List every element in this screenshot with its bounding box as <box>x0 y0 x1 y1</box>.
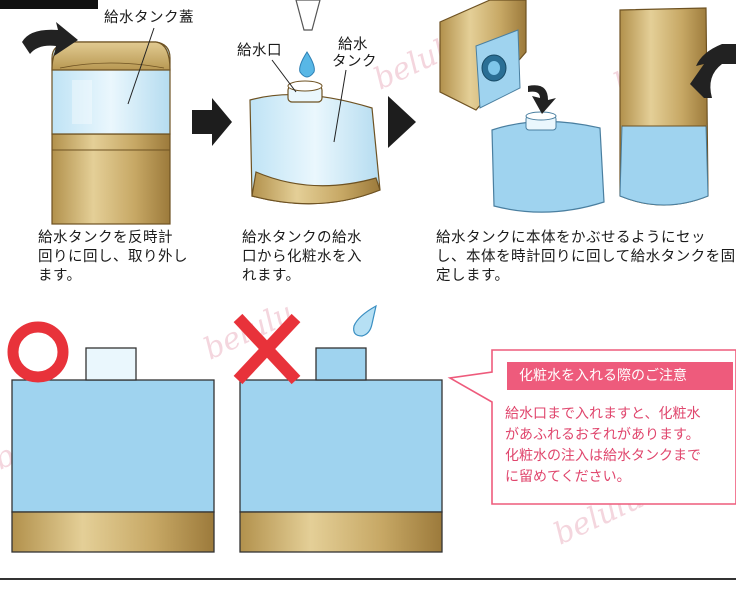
notice-line4: に留めてください。 <box>505 469 631 485</box>
step-arrow-icon <box>192 98 232 146</box>
notice-line1: 給水口まで入れますと、化粧水 <box>505 406 701 422</box>
droplet-icon <box>299 51 315 78</box>
step3-illustration <box>439 0 709 213</box>
step1-illustration <box>51 41 171 225</box>
tank-label-line2: タンク <box>332 54 377 70</box>
step2-line3: れます。 <box>242 268 301 284</box>
inlet-leader <box>271 59 297 93</box>
step2-line2: 口から化粧水を入 <box>242 249 362 265</box>
rotate-ccw-arrow-icon <box>22 22 78 56</box>
step1-line3: ます。 <box>38 268 82 284</box>
tank-label-line1: 給水 <box>338 37 368 53</box>
header-tab <box>0 0 98 9</box>
ok-example <box>11 347 215 553</box>
tank-leader <box>333 69 347 143</box>
step1-line1: 給水タンクを反時計 <box>38 230 173 246</box>
curved-arrow-icon <box>528 85 556 114</box>
overflow-droplet-icon <box>353 304 377 337</box>
notice-body: 給水口まで入れますと、化粧水 があふれるおそれがあります。 化粧水の注入は給水タ… <box>505 404 701 488</box>
inlet-label: 給水口 <box>237 43 282 59</box>
step2-illustration <box>249 80 381 205</box>
bottom-divider <box>0 578 736 580</box>
step3-line3: 定します。 <box>436 268 510 284</box>
step1-line2: 回りに回し、取り外し <box>38 249 188 265</box>
tank-cap-leader <box>127 27 155 105</box>
ng-example <box>239 347 443 553</box>
tank-cap-label: 給水タンク蓋 <box>104 10 194 26</box>
dropper-icon <box>295 0 321 31</box>
notice-line2: があふれるおそれがあります。 <box>505 427 700 443</box>
notice-line3: 化粧水の注入は給水タンクまで <box>505 448 701 464</box>
step2-line1: 給水タンクの給水 <box>242 230 362 246</box>
ok-circle-icon <box>7 321 69 383</box>
notice-title: 化粧水を入れる際のご注意 <box>507 362 733 390</box>
step3-line1: 給水タンクに本体をかぶせるようにセッ <box>436 230 706 246</box>
step-arrow-icon <box>388 96 416 148</box>
ng-cross-icon <box>233 313 301 385</box>
step3-line2: し、本体を時計回りに回して給水タンクを固 <box>436 249 736 265</box>
rotate-cw-arrow-icon <box>690 44 736 98</box>
